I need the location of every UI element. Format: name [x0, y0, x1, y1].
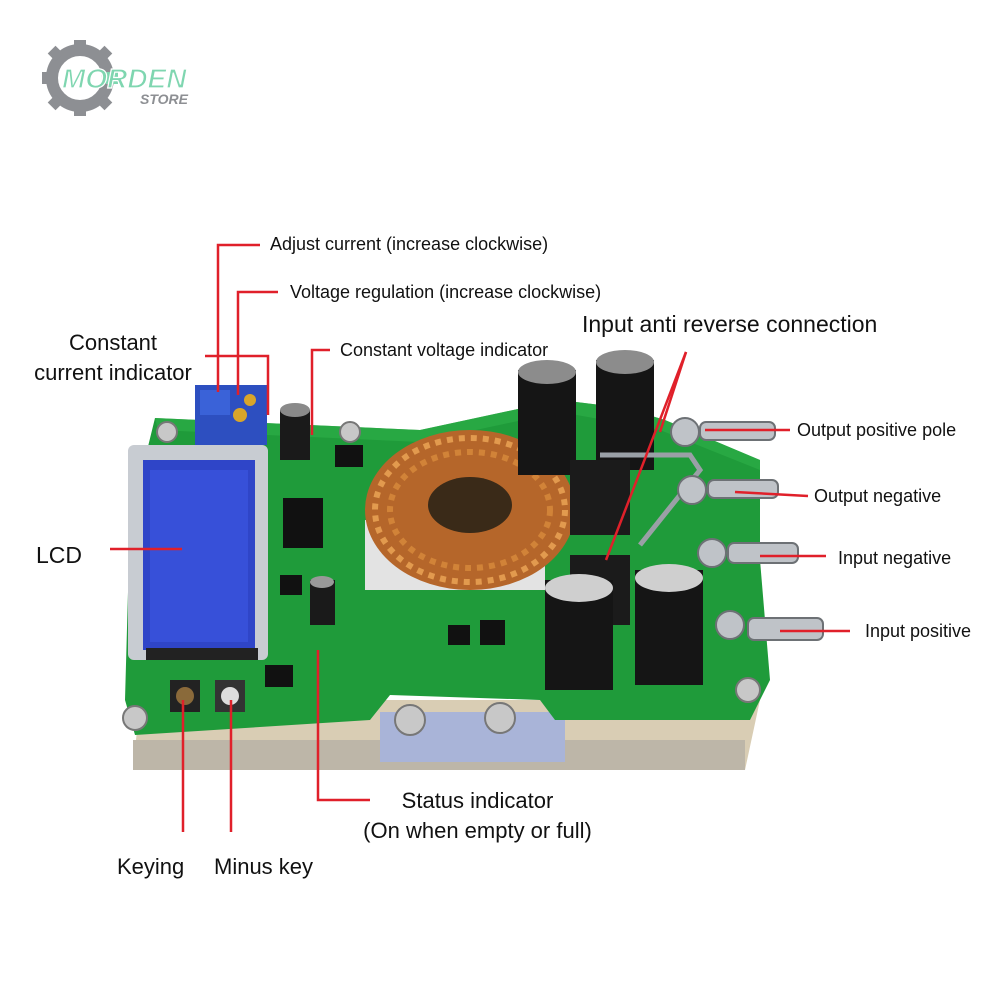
label-minus-key: Minus key: [214, 854, 314, 879]
label-keying: Keying: [117, 854, 185, 879]
label-input-negative: Input negative: [838, 548, 952, 568]
label-output-positive: Output positive pole: [797, 420, 957, 440]
mounting-screws: [122, 421, 761, 736]
label-status-indicator: Status indicator (On when empty or full): [340, 788, 615, 844]
capacitor-small-2: [310, 576, 335, 625]
label-constant-voltage-indicator: Constant voltage indicator: [340, 340, 549, 360]
label-input-positive: Input positive: [865, 621, 972, 641]
large-capacitors-top: [518, 350, 654, 475]
large-capacitors-bottom: [545, 564, 703, 690]
label-status-line2: (On when empty or full): [363, 818, 592, 843]
label-output-negative: Output negative: [814, 486, 942, 506]
screw-terminals: [670, 417, 824, 641]
label-constant-current-line1: Constant: [68, 330, 158, 355]
label-adjust-current: Adjust current (increase clockwise): [270, 234, 549, 254]
chips: [265, 445, 505, 687]
label-constant-current-indicator: Constant current indicator: [22, 330, 204, 386]
jumper-wire: [600, 452, 704, 547]
logo-gear-icon: [42, 40, 118, 116]
potentiometers: [195, 385, 267, 445]
label-constant-current-line2: current indicator: [34, 360, 192, 385]
lcd-display: [128, 445, 268, 660]
logo-sub-text: STORE: [140, 91, 189, 107]
label-input-anti-reverse: Input anti reverse connection: [582, 311, 878, 337]
label-lcd: LCD: [36, 542, 83, 568]
label-status-line1: Status indicator: [401, 788, 554, 813]
leader-lines: [110, 243, 850, 832]
small-capacitor: [280, 403, 310, 460]
label-voltage-regulation: Voltage regulation (increase clockwise): [290, 282, 602, 302]
logo-brand-text: MORDEN: [62, 63, 187, 94]
morden-store-logo: MORDEN STORE: [42, 40, 189, 116]
